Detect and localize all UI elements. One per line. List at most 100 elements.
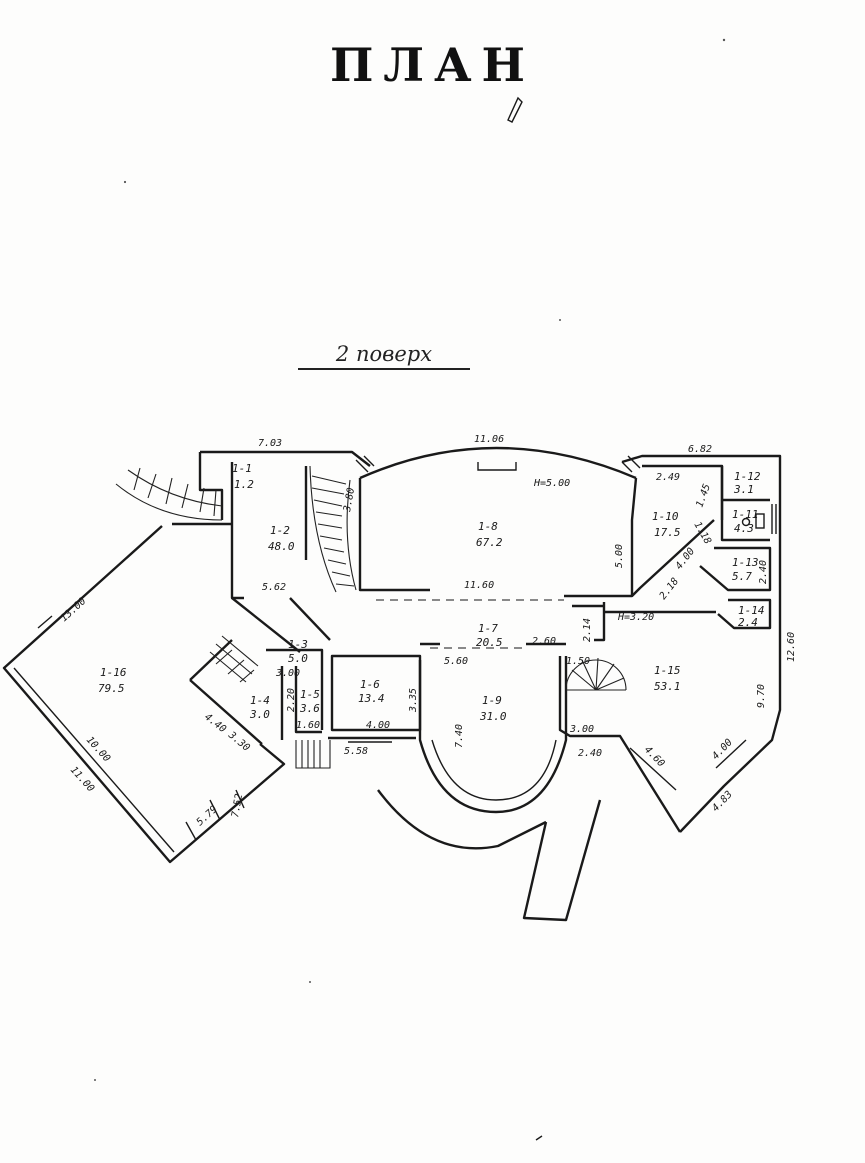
room-id-1-8: 1-8 bbox=[478, 520, 498, 533]
room-id-1-7: 1-7 bbox=[478, 622, 498, 635]
room-id-1-1: 1-1 bbox=[232, 462, 252, 475]
room-id-1-12: 1-12 bbox=[734, 470, 761, 483]
window-right-side bbox=[771, 504, 777, 534]
dim-height-right: H=3.20 bbox=[617, 612, 654, 623]
wall-room-1-16 bbox=[2, 525, 286, 864]
wall-room-1-8-left bbox=[358, 478, 430, 592]
dim-room-1-6-side: 3.35 bbox=[408, 688, 419, 713]
dim-left-lower: 10.00 bbox=[84, 735, 112, 765]
window-room-1-15-b bbox=[715, 739, 747, 769]
wall-top-left-inner bbox=[198, 452, 224, 520]
room-area-1-4: 3.0 bbox=[249, 708, 270, 721]
dim-room-1-15-a: 9.70 bbox=[756, 684, 767, 708]
dim-room-1-10-c: 2.18 bbox=[658, 576, 682, 602]
wall-hall-arc bbox=[359, 446, 637, 480]
room-id-1-2: 1-2 bbox=[270, 524, 290, 537]
dimension-ticks bbox=[37, 615, 245, 841]
room-area-1-12: 3.1 bbox=[733, 483, 754, 496]
dim-room-1-6-a: 4.00 bbox=[366, 720, 390, 731]
wall-room-1-11 bbox=[720, 500, 770, 542]
wall-right-wing bbox=[621, 454, 782, 833]
wall-room-1-9-bay bbox=[418, 656, 568, 814]
room-id-1-13: 1-13 bbox=[732, 556, 759, 569]
window-right-top bbox=[621, 455, 641, 473]
dim-room-1-10-a: 2.49 bbox=[656, 472, 680, 483]
wall-room-1-6 bbox=[330, 654, 422, 732]
dim-room-1-15-d: 4.60 bbox=[642, 744, 667, 769]
room-area-1-9: 31.0 bbox=[479, 710, 507, 723]
wall-room-1-8-right bbox=[564, 477, 638, 598]
dim-room-1-9-side: 7.40 bbox=[454, 724, 465, 748]
room-id-1-11: 1-11 bbox=[732, 508, 759, 521]
dim-room-1-15-c: 4.83 bbox=[710, 789, 735, 814]
wall-top-left bbox=[200, 450, 371, 467]
scan-speck bbox=[722, 38, 726, 42]
wall-stair-diag-b bbox=[289, 597, 331, 641]
wall-room-1-9-bay-inner bbox=[431, 739, 557, 801]
scan-speck bbox=[535, 1135, 543, 1141]
wall-room-1-13 bbox=[699, 546, 772, 592]
room-area-1-3: 5.0 bbox=[288, 652, 308, 665]
dim-hall-width: 11.60 bbox=[464, 580, 494, 591]
dim-room-1-3: 3.00 bbox=[275, 668, 300, 679]
dim-room-1-15-g: 1.50 bbox=[566, 656, 590, 667]
dim-room-1-2: 5.62 bbox=[262, 582, 286, 593]
scan-speck bbox=[94, 1079, 96, 1081]
dim-right-side: 12.60 bbox=[786, 632, 797, 662]
wall-room-1-3 bbox=[266, 648, 324, 730]
dim-room-1-16-b: 7.52 bbox=[230, 793, 245, 819]
wall-room-1-15-lower bbox=[558, 656, 682, 833]
wall-stair-diag bbox=[231, 597, 301, 653]
scan-speck bbox=[559, 319, 561, 321]
dim-room-1-7-side: 2.14 bbox=[582, 618, 593, 642]
dim-room-1-10-d: 1.45 bbox=[694, 483, 713, 509]
dim-room-1-5-b: 1.60 bbox=[296, 720, 320, 731]
wall-room-1-16-partition-b bbox=[189, 639, 233, 681]
stair-top-left bbox=[115, 467, 223, 521]
dim-step: 2.60 bbox=[532, 636, 556, 647]
room-id-1-16: 1-16 bbox=[100, 666, 127, 679]
dim-room-1-6-b: 5.58 bbox=[344, 746, 368, 757]
floor-label: 2 поверх bbox=[298, 342, 470, 370]
room-area-1-6: 13.4 bbox=[358, 692, 385, 705]
wall-room-1-14 bbox=[717, 598, 772, 630]
dim-room-1-16-c: 4.40 bbox=[202, 712, 228, 736]
dim-left-upper: 13.00 bbox=[59, 596, 89, 624]
room-area-1-14: 2.4 bbox=[738, 616, 758, 629]
room-area-1-13: 5.7 bbox=[732, 570, 752, 583]
dim-room-1-5-a: 2.20 bbox=[286, 688, 297, 712]
dim-stair: 3.80 bbox=[342, 487, 357, 514]
dim-hall-lower: 5.60 bbox=[444, 656, 468, 667]
dim-room-1-4: 3.30 bbox=[225, 729, 251, 754]
dim-room-1-15-f: 3.00 bbox=[569, 724, 594, 735]
window-hall bbox=[355, 455, 375, 473]
dim-room-1-10-b: 4.00 bbox=[674, 546, 698, 572]
room-area-1-8: 67.2 bbox=[476, 536, 503, 549]
room-id-1-9: 1-9 bbox=[482, 694, 502, 707]
room-id-1-5: 1-5 bbox=[300, 688, 320, 701]
room-area-1-7: 20.5 bbox=[476, 636, 503, 649]
room-area-1-1: 1.2 bbox=[234, 478, 254, 491]
hall-niche bbox=[477, 462, 517, 471]
dim-top-middle: 11.06 bbox=[474, 434, 504, 445]
terrace-arc bbox=[377, 789, 547, 850]
dim-room-1-15-e: 2.40 bbox=[578, 748, 602, 759]
pen-mark bbox=[507, 96, 523, 123]
wall-room-1-5 bbox=[294, 666, 322, 734]
room-area-1-2: 48.0 bbox=[268, 540, 295, 553]
toilet-icon bbox=[741, 517, 751, 527]
dim-height-main: H=5.00 bbox=[533, 478, 570, 489]
terrace-ramp bbox=[522, 799, 602, 922]
room-id-1-10: 1-10 bbox=[652, 510, 679, 523]
room-id-1-4: 1-4 bbox=[250, 694, 270, 707]
plan-title: ПЛАН bbox=[329, 38, 536, 92]
room-area-1-16: 79.5 bbox=[98, 682, 125, 695]
dim-room-1-13-side: 2.40 bbox=[758, 560, 769, 584]
dim-top-left: 7.03 bbox=[258, 438, 282, 449]
room-area-1-5: 3.6 bbox=[299, 702, 320, 715]
dim-room-1-15-b: 4.00 bbox=[710, 737, 735, 762]
stair-curved bbox=[309, 465, 357, 593]
wall-room-1-7-right bbox=[594, 602, 606, 642]
dim-room-1-8-side: 5.00 bbox=[614, 544, 625, 568]
stair-entrance bbox=[295, 740, 331, 769]
